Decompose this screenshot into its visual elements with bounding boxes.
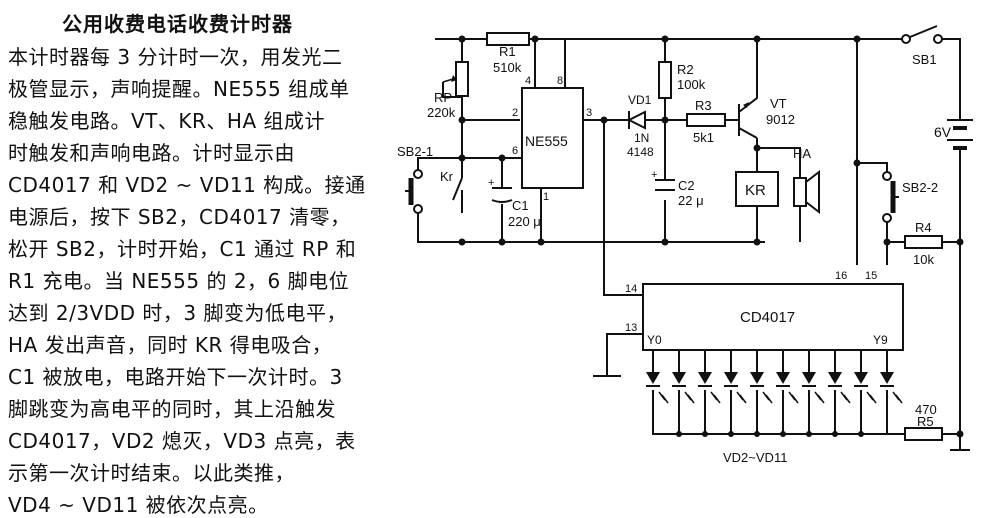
r4-value: 10k — [913, 252, 934, 267]
led-vd3 — [672, 372, 695, 404]
ne555-pin-3: 3 — [586, 107, 592, 119]
potentiometer-rp: RP 220k — [427, 61, 469, 120]
ne555-pin-6: 6 — [512, 145, 518, 157]
diode-vd1: VD1 1N 4148 — [626, 93, 654, 159]
article-line: R1 充电。当 NE555 的 2，6 脚电位 — [8, 269, 350, 293]
cd4017-pin-14: 14 — [625, 283, 637, 295]
c2-plus: + — [651, 169, 657, 181]
led-group-label: VD2~VD11 — [723, 450, 787, 465]
cd4017-label: CD4017 — [740, 309, 795, 326]
led-vd7 — [776, 372, 799, 404]
r3-label: R3 — [695, 98, 712, 113]
vt-type: 9012 — [766, 112, 795, 127]
article-line: 松开 SB2，计时开始，C1 通过 RP 和 — [8, 237, 357, 261]
led-vd8 — [802, 372, 825, 404]
resistor-r5: 470 R5 — [904, 402, 943, 441]
sb2-1-label: SB2-1 — [397, 144, 433, 159]
resistor-r2: R2 100k — [658, 61, 706, 99]
led-vd6 — [750, 372, 773, 404]
battery-label: 6V — [934, 124, 952, 140]
ic-cd4017: CD4017 16 15 14 13 Y0 Y9 — [625, 270, 904, 351]
ne555-pin-1: 1 — [543, 191, 549, 203]
circuit-wires — [417, 38, 970, 451]
r4-label: R4 — [915, 220, 932, 235]
vt-label: VT — [770, 96, 787, 111]
vd1-type-b: 4148 — [627, 145, 654, 159]
resistor-r3: R3 5k1 — [686, 98, 726, 145]
ne555-pin-4: 4 — [525, 75, 531, 87]
resistor-r1: R1 510k — [486, 32, 530, 75]
c1-value: 220 μ — [508, 214, 541, 229]
r2-value: 100k — [677, 77, 706, 92]
r2-label: R2 — [677, 62, 694, 77]
cd4017-pin-16: 16 — [835, 270, 847, 282]
switch-sb2-1: SB2-1 — [397, 144, 433, 214]
led-vd11 — [880, 372, 903, 404]
article-line: 稳触发电路。VT、KR、HA 组成计 — [8, 109, 325, 133]
ne555-pin-2: 2 — [512, 107, 518, 119]
article-line: 本计时器每 3 分计时一次，用发光二 — [8, 45, 343, 69]
relay-contact-kr: Kr — [440, 169, 463, 201]
relay-kr: KR — [735, 171, 779, 207]
transistor-vt: VT 9012 — [738, 90, 795, 139]
article-line: CD4017，VD2 熄灭，VD3 点亮，表 — [8, 429, 356, 453]
sb2-2-label: SB2-2 — [902, 180, 938, 195]
r5-value: 470 — [915, 402, 937, 417]
led-vd5 — [724, 372, 747, 404]
vd1-label: VD1 — [628, 93, 652, 107]
switch-sb2-2: SB2-2 — [882, 171, 938, 223]
buzzer-ha: HA — [793, 146, 820, 215]
article-text: 公用收费电话收费计时器 本计时器每 3 分计时一次，用发光二 极管显示，声响提醒… — [0, 0, 365, 517]
article-line: 达到 2/3VDD 时，3 脚变为低电平， — [8, 301, 347, 325]
junction-dots — [458, 35, 964, 438]
article-line: CD4017 和 VD2 ~ VD11 构成。接通 — [8, 173, 366, 197]
vd1-type-a: 1N — [634, 131, 649, 145]
article-line: 示第一次计时结束。以此类推， — [8, 461, 295, 485]
led-vd4 — [698, 372, 721, 404]
article-line: 电源后，按下 SB2，CD4017 清零， — [8, 205, 351, 229]
battery-6v: 6V — [934, 119, 973, 155]
article-line: C1 被放电，电路开始下一次计时。3 — [8, 365, 343, 389]
capacitor-c1: + C1 220 μ — [488, 177, 541, 229]
cd4017-y0: Y0 — [647, 333, 662, 347]
r1-label: R1 — [499, 44, 516, 59]
led-vd9 — [828, 372, 851, 404]
article-line: VD4 ~ VD11 被依次点亮。 — [8, 493, 269, 517]
c1-label: C1 — [512, 198, 529, 213]
article-line: 极管显示，声响提醒。NE555 组成单 — [8, 77, 350, 101]
cd4017-y9: Y9 — [873, 333, 888, 347]
c2-label: C2 — [678, 178, 695, 193]
r1-value: 510k — [493, 60, 522, 75]
r5-label: R5 — [917, 414, 934, 429]
led-vd10 — [854, 372, 877, 404]
kr-contact-label: Kr — [440, 169, 454, 184]
switch-sb1: SB1 — [901, 25, 943, 67]
sb1-label: SB1 — [912, 52, 937, 67]
ne555-label: NE555 — [525, 133, 568, 149]
c1-plus: + — [488, 177, 494, 189]
circuit-schematic: R1 510k RP 220k NE555 4 8 2 3 6 1 R2 100… — [397, 25, 973, 465]
rp-value: 220k — [427, 105, 456, 120]
article-line: 时触发和声响电路。计时显示由 — [8, 141, 295, 165]
ne555-pin-8: 8 — [557, 75, 563, 87]
article-line: 脚跳变为高电平的同时，其上沿触发 — [8, 397, 336, 421]
cd4017-pin-13: 13 — [625, 322, 637, 334]
article-line: HA 发出声音，同时 KR 得电吸合， — [8, 333, 333, 357]
rp-label: RP — [434, 90, 452, 105]
r3-value: 5k1 — [693, 130, 714, 145]
cd4017-pin-15: 15 — [865, 270, 877, 282]
kr-label: KR — [745, 182, 766, 199]
led-vd2 — [646, 372, 669, 404]
c2-value: 22 μ — [678, 193, 704, 208]
resistor-r4: R4 10k — [904, 220, 943, 267]
ic-ne555: NE555 4 8 2 3 6 1 — [512, 75, 592, 203]
article-title: 公用收费电话收费计时器 — [62, 12, 293, 36]
capacitor-c2: + C2 22 μ — [651, 169, 704, 208]
led-array: VD2~VD11 — [646, 372, 903, 465]
ha-label: HA — [793, 146, 811, 161]
